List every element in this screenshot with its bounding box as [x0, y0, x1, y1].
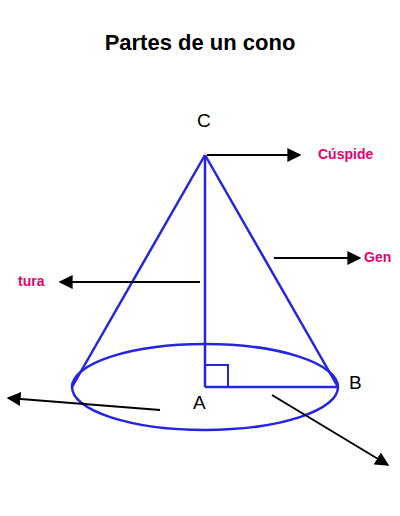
right-angle-mark — [205, 365, 228, 387]
radius-line — [205, 386, 338, 389]
point-letter: A — [193, 392, 206, 414]
leader-arrow — [60, 281, 200, 283]
vertex-letter: C — [197, 110, 211, 132]
leader-arrow — [207, 154, 300, 156]
leader-arrow — [8, 398, 160, 410]
leader-arrow — [274, 257, 360, 259]
point-letter: B — [349, 372, 362, 394]
part-name: Gen — [364, 249, 391, 265]
height-line — [204, 155, 207, 387]
cone-side — [72, 155, 205, 387]
generatrix-line — [205, 155, 338, 387]
diagram-title: Partes de un cono — [0, 30, 400, 56]
part-name: Cúspide — [318, 146, 373, 162]
part-name: tura — [18, 273, 44, 289]
leader-arrow — [272, 395, 388, 465]
